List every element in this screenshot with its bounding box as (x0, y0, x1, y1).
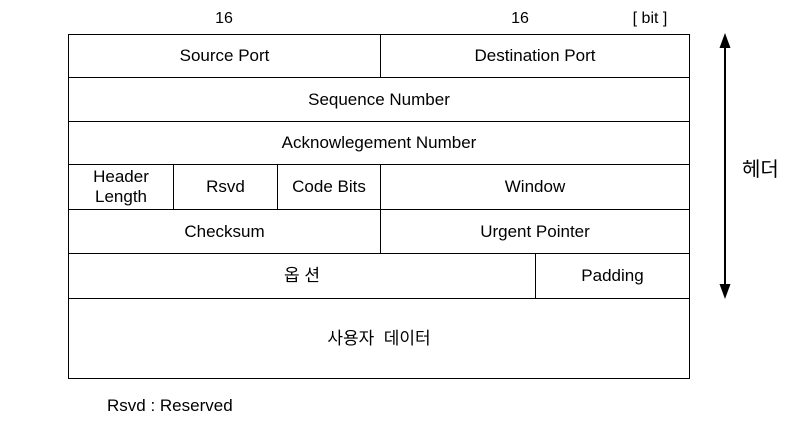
header-extent-arrow (719, 33, 731, 299)
cell-options: 옵 션 (69, 254, 536, 298)
tcp-header-table: Source Port Destination Port Sequence Nu… (68, 34, 690, 379)
row-sequence-number: Sequence Number (69, 78, 689, 122)
arrow-up-head (719, 33, 731, 48)
row-flags: Header Length Rsvd Code Bits Window (69, 165, 689, 210)
cell-window: Window (504, 177, 566, 197)
bit-count-label-right: 16 (511, 10, 529, 27)
row-acknowledgement-number: Acknowlegement Number (69, 122, 689, 165)
arrow-down-head (719, 284, 731, 299)
cell-header-length: Header Length (69, 165, 174, 209)
cell-urgent-pointer: Urgent Pointer (480, 221, 590, 241)
cell-code-bits: Code Bits (278, 165, 381, 209)
cell-rsvd: Rsvd (174, 165, 278, 209)
cell-sequence-number: Sequence Number (308, 89, 450, 109)
bit-count-label-left: 16 (215, 10, 233, 27)
cell-destination-port: Destination Port (474, 46, 596, 66)
row-checksum: Checksum Urgent Pointer (69, 210, 689, 254)
row-options: 옵 션 Padding (69, 254, 689, 299)
cell-source-port: Source Port (69, 35, 381, 77)
rsvd-footnote: Rsvd : Reserved (107, 396, 233, 415)
cell-acknowledgement-number: Acknowlegement Number (281, 133, 477, 153)
cell-user-data: 사용자 데이터 (327, 328, 431, 348)
bit-unit-label: [ bit ] (632, 10, 668, 27)
header-korean-label: 헤더 (742, 159, 779, 181)
cell-checksum: Checksum (69, 210, 381, 253)
row-ports: Source Port Destination Port (69, 35, 689, 78)
cell-padding: Padding (581, 266, 644, 286)
row-user-data: 사용자 데이터 (69, 299, 689, 378)
